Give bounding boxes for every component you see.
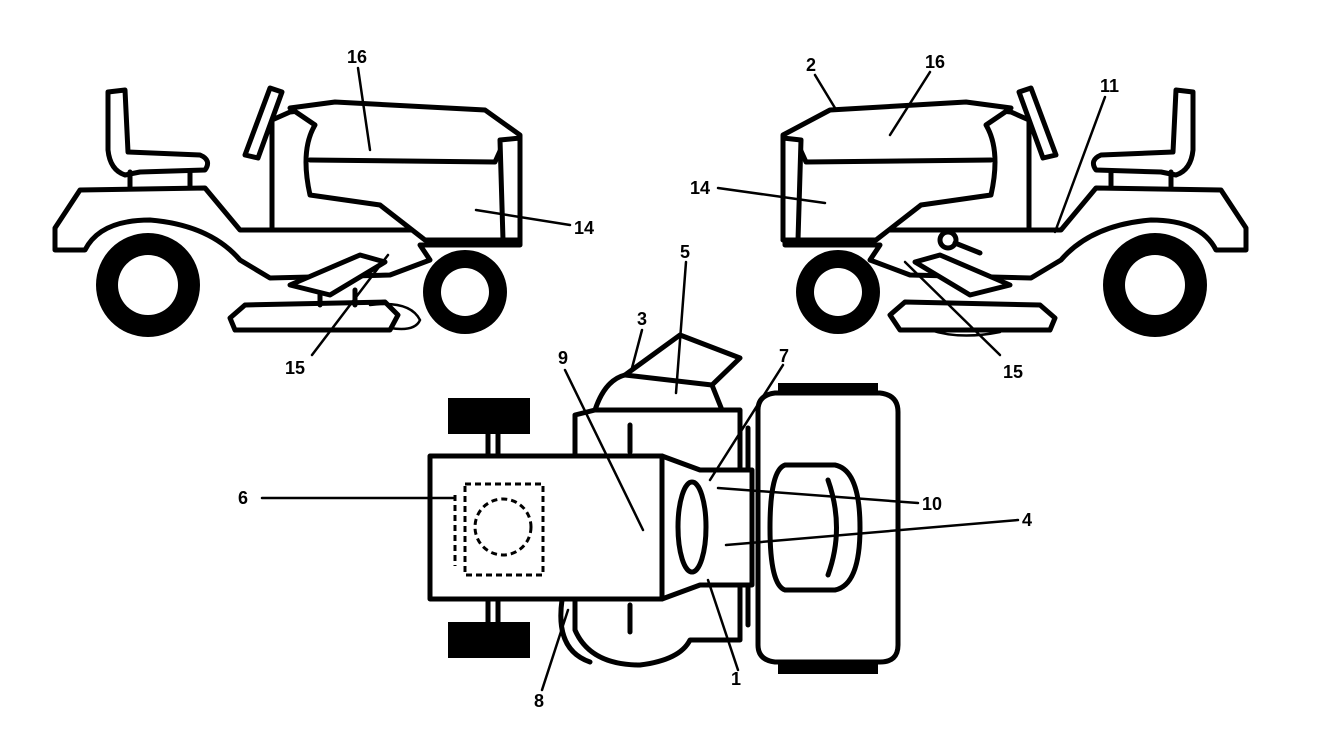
- right-knob: [937, 229, 959, 251]
- top-front-axle: [485, 431, 501, 625]
- callout-14-left: 14: [574, 218, 594, 238]
- callout-2: 2: [806, 55, 816, 75]
- leader-lines: [260, 66, 1107, 692]
- left-deck: [227, 299, 401, 333]
- callout-15-left: 15: [285, 358, 305, 378]
- leader-3: [630, 328, 644, 370]
- leader-1: [706, 578, 740, 672]
- top-view-mower: [427, 332, 901, 674]
- callout-16-right: 16: [925, 52, 945, 72]
- callout-3: 3: [637, 309, 647, 329]
- top-steering-wheel: [675, 479, 709, 575]
- top-engine-outline: [453, 482, 545, 577]
- leader-9: [563, 368, 645, 532]
- top-front-left-tire: [448, 398, 530, 434]
- callout-16-left: 16: [347, 47, 367, 67]
- right-front-hub: [814, 268, 862, 316]
- top-front-right-tire: [448, 622, 530, 658]
- left-deck-chute: [368, 302, 422, 331]
- leader-16b: [888, 70, 932, 137]
- callout-labels: 16 14 15 2 16 14 11 15 3 5 9 7 10 4 6 1 …: [238, 47, 1119, 711]
- callout-7: 7: [779, 346, 789, 366]
- left-seat: [105, 87, 211, 178]
- leader-2: [813, 73, 837, 110]
- callout-11: 11: [1100, 76, 1119, 96]
- left-chassis: [52, 185, 523, 281]
- top-engine-filter: [473, 497, 533, 557]
- right-grille: [780, 135, 804, 243]
- leader-14a: [474, 208, 572, 227]
- left-lift-lever: [287, 252, 388, 298]
- right-seat-post: [1108, 169, 1174, 191]
- left-column: [269, 107, 311, 233]
- left-grille: [497, 135, 523, 243]
- top-seat: [767, 462, 863, 593]
- left-seat-post: [127, 169, 193, 191]
- leader-14b: [716, 186, 827, 205]
- left-steering-wheel: [242, 85, 285, 161]
- top-cable: [558, 597, 593, 665]
- callout-4: 4: [1022, 510, 1032, 530]
- leader-5: [674, 260, 688, 395]
- left-front-hub: [441, 268, 489, 316]
- right-deck: [887, 299, 1058, 333]
- right-deck-chute: [928, 328, 1002, 337]
- right-column: [990, 107, 1032, 233]
- left-hood: [287, 99, 523, 243]
- right-knob-stem: [952, 240, 983, 256]
- left-side-view-mower: [52, 85, 523, 337]
- leader-11: [1053, 95, 1107, 234]
- callout-5: 5: [680, 242, 690, 262]
- left-rear-hub: [118, 255, 178, 315]
- leader-4: [724, 518, 1020, 547]
- callout-10: 10: [922, 494, 942, 514]
- right-steering-wheel: [1016, 85, 1059, 161]
- top-chute: [592, 332, 743, 413]
- leader-15a: [310, 253, 390, 357]
- leader-16a: [356, 66, 372, 152]
- callout-14-right: 14: [690, 178, 710, 198]
- callout-8: 8: [534, 691, 544, 711]
- leader-10: [716, 486, 920, 505]
- right-side-view-mower: [780, 85, 1249, 337]
- callout-6: 6: [238, 488, 248, 508]
- callout-15-right: 15: [1003, 362, 1023, 382]
- right-chassis: [782, 185, 1249, 281]
- right-lift-lever: [912, 252, 1013, 298]
- top-seat-back: [825, 477, 839, 578]
- right-seat: [1090, 87, 1196, 178]
- leader-7: [708, 363, 785, 482]
- top-chute-line: [622, 372, 715, 388]
- callout-9: 9: [558, 348, 568, 368]
- callout-1: 1: [731, 669, 741, 689]
- leader-8: [540, 608, 570, 692]
- leader-15b: [903, 260, 1002, 357]
- right-rear-hub: [1125, 255, 1185, 315]
